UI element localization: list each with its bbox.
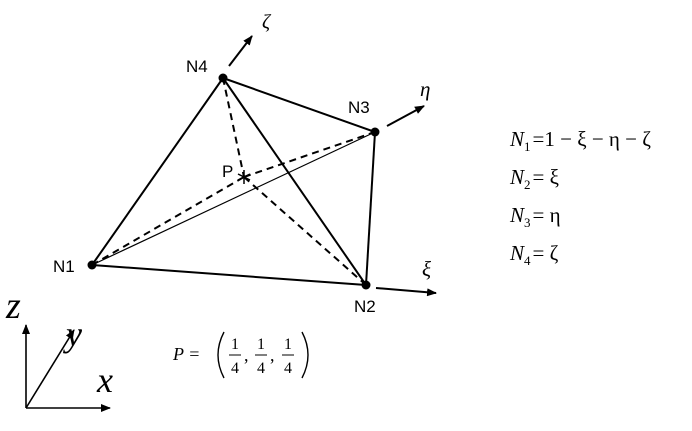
zeta-axis-arrow — [228, 35, 253, 67]
right-paren — [301, 331, 309, 379]
x-axis-label: x — [96, 360, 113, 400]
local-axis-arrows — [228, 35, 437, 297]
point-p-label: P — [222, 162, 233, 181]
edge-n1-n4 — [91, 77, 224, 266]
shape-function-n2: N2= ξ — [509, 165, 559, 192]
eta-axis-arrow — [386, 105, 425, 127]
dash-n1-p — [91, 176, 245, 266]
left-paren — [217, 331, 225, 379]
node-n3-dot — [370, 127, 380, 137]
node-n1-label: N1 — [53, 257, 75, 276]
zeta-axis-label: ζ — [262, 11, 272, 33]
fraction-2-denominator: 4 — [257, 360, 265, 377]
node-n1-dot — [87, 260, 97, 270]
node-n3-label: N3 — [348, 98, 370, 117]
fraction-3-denominator: 4 — [284, 360, 292, 377]
shape-function-n1: N1=1 − ξ − η − ζ — [509, 127, 651, 154]
edge-n4-n2 — [222, 77, 367, 286]
y-axis-arrow — [25, 329, 75, 409]
node-n4-dot — [218, 73, 228, 83]
node-n2-label: N2 — [354, 297, 376, 316]
dash-p-n2 — [243, 176, 367, 286]
shape-function-n3: N3= η — [509, 203, 561, 230]
z-axis-label: z — [5, 285, 21, 327]
point-formula: P = 1 4 , 1 4 , 1 4 — [172, 331, 309, 379]
edge-n3-n2 — [365, 131, 376, 286]
node-n2-dot — [361, 280, 371, 290]
dashed-lines — [91, 77, 376, 286]
dash-p-n3 — [243, 131, 376, 178]
y-axis-label: y — [63, 314, 82, 354]
solid-edges — [91, 77, 376, 286]
shape-functions: N1=1 − ξ − η − ζ N2= ξ N3= η N4= ζ — [509, 127, 651, 268]
global-axes — [22, 324, 111, 412]
comma-2: , — [270, 345, 275, 365]
edge-n1-n2 — [91, 264, 367, 286]
shape-function-n4: N4= ζ — [509, 241, 559, 268]
fraction-2-numerator: 1 — [257, 336, 265, 353]
eta-axis-label: η — [420, 77, 430, 101]
fraction-3-numerator: 1 — [284, 336, 292, 353]
fraction-1-numerator: 1 — [231, 336, 239, 353]
node-n4-label: N4 — [186, 57, 208, 76]
point-formula-lhs: P = — [172, 344, 200, 364]
point-p-star — [237, 170, 251, 184]
edge-n1-n3 — [91, 131, 376, 266]
fraction-1-denominator: 4 — [231, 360, 239, 377]
xi-axis-arrow — [375, 287, 437, 297]
comma-1: , — [244, 345, 249, 365]
xi-axis-label: ξ — [422, 257, 431, 281]
dash-n4-p — [222, 77, 245, 178]
edge-n4-n3 — [222, 77, 376, 133]
node-dots — [87, 73, 380, 290]
